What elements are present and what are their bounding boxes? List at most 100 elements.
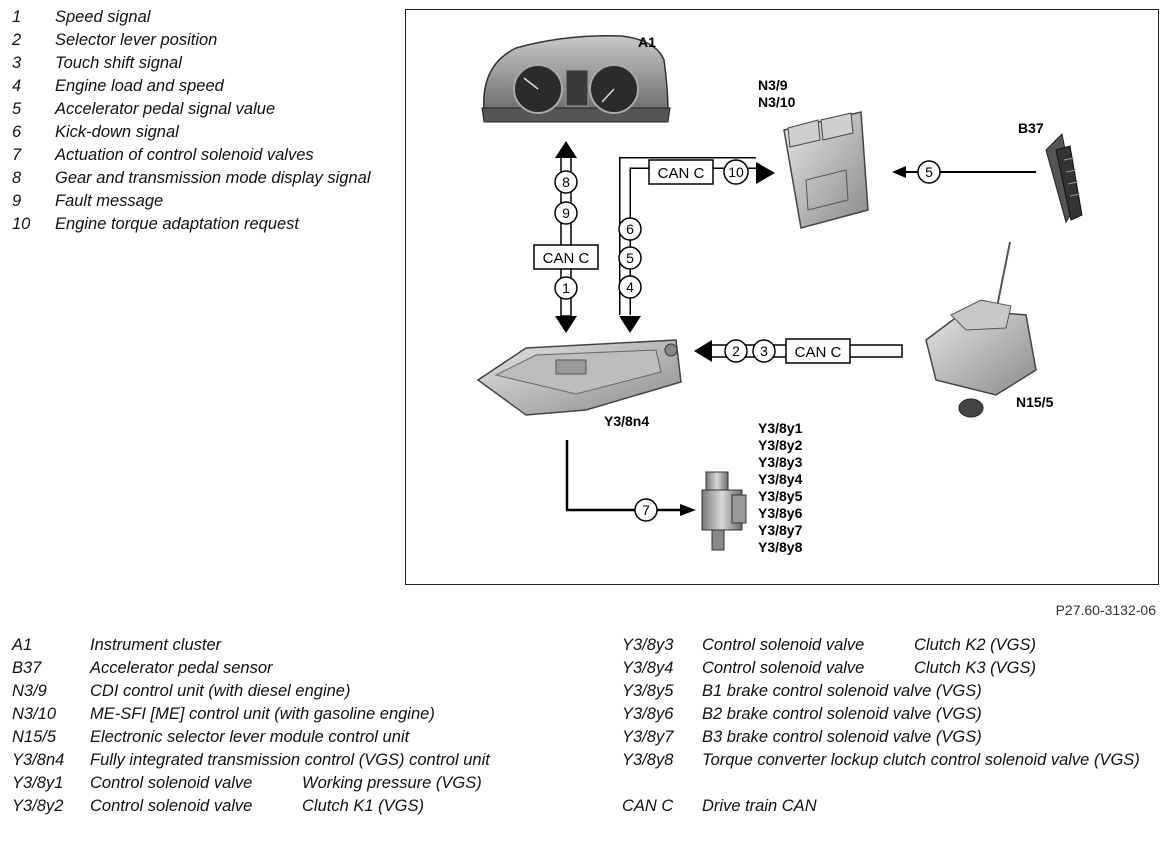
component-row: Y3/8y5 B1 brake control solenoid valve (V… — [622, 680, 1162, 703]
label-valve-y5: Y3/8y5 — [758, 488, 803, 504]
signal-number: 10 — [12, 215, 31, 233]
component-code: N15/5 — [12, 728, 57, 746]
selector-lever-module-image — [925, 241, 1037, 418]
component-description: Fully integrated transmission control (V… — [90, 751, 490, 769]
component-description: CDI control unit (with diesel engine) — [90, 682, 351, 700]
signal-number: 6 — [12, 123, 22, 141]
can-definition-row: CAN C Drive train CAN — [622, 795, 1162, 818]
component-code: Y3/8y8 — [622, 751, 674, 769]
signal-number: 1 — [12, 8, 22, 26]
component-type: Control solenoid valve — [90, 797, 253, 815]
component-code: Y3/8y7 — [622, 728, 674, 746]
label-valve-y6: Y3/8y6 — [758, 505, 803, 521]
component-code: A1 — [12, 636, 33, 654]
can-code: CAN C — [622, 797, 674, 815]
signal-number: 2 — [12, 31, 22, 49]
signal-legend: 1 Speed signal 2 Selector lever position 3 To… — [12, 6, 382, 236]
signal-description: Speed signal — [55, 8, 151, 26]
bubble-6-label: 6 — [626, 221, 634, 237]
bubble-7-label: 7 — [642, 502, 650, 518]
arrow-pedal-to-ecu — [892, 166, 1036, 178]
signal-row: 2 Selector lever position — [12, 29, 382, 52]
bubble-2 — [724, 339, 748, 363]
bubble-3 — [752, 339, 776, 363]
signal-number: 8 — [12, 169, 22, 187]
component-type: Control solenoid valve — [90, 774, 253, 792]
signal-number: 4 — [12, 77, 22, 95]
component-description: Electronic selector lever module control… — [90, 728, 410, 746]
component-code: N3/10 — [12, 705, 57, 723]
bubble-5 — [618, 246, 642, 270]
bubble-2-label: 2 — [732, 343, 740, 359]
bubble-5-pedal-label: 5 — [925, 164, 933, 180]
signal-description: Engine torque adaptation request — [55, 215, 300, 233]
signal-description: Kick-down signal — [55, 123, 179, 141]
signal-description: Gear and transmission mode display signa… — [55, 169, 371, 187]
component-code: Y3/8y5 — [622, 682, 674, 700]
component-row: N15/5 Electronic selector lever module co… — [12, 726, 602, 749]
accelerator-pedal-image — [1045, 132, 1083, 224]
component-code: N3/9 — [12, 682, 47, 700]
can-box-top — [648, 159, 714, 185]
label-valve-y8: Y3/8y8 — [758, 539, 803, 555]
label-n155: N15/5 — [1016, 394, 1054, 410]
label-valve-y7: Y3/8y7 — [758, 522, 803, 538]
component-description: Instrument cluster — [90, 636, 222, 654]
signal-description: Actuation of control solenoid valves — [55, 146, 314, 164]
bubble-1-label: 1 — [562, 280, 570, 296]
component-description: B1 brake control solenoid valve (VGS) — [702, 682, 982, 700]
bubble-4 — [618, 275, 642, 299]
can-box-selector — [785, 338, 851, 364]
signal-row: 8 Gear and transmission mode display sign… — [12, 167, 382, 190]
label-a1: A1 — [638, 34, 656, 50]
signal-description: Selector lever position — [55, 31, 218, 49]
label-valve-y3: Y3/8y3 — [758, 454, 803, 470]
can-description: Drive train CAN — [702, 797, 817, 815]
label-valve-y1: Y3/8y1 — [758, 420, 803, 436]
bubble-7 — [634, 498, 658, 522]
signal-row: 10 Engine torque adaptation request — [12, 213, 382, 236]
signal-row: 6 Kick-down signal — [12, 121, 382, 144]
signal-number: 7 — [12, 146, 22, 164]
figure-code: P27.60-3132-06 — [1055, 602, 1156, 618]
bubble-8 — [554, 170, 578, 194]
instrument-cluster-image — [481, 35, 671, 123]
component-function: Clutch K1 (VGS) — [302, 797, 424, 815]
label-y38n4: Y3/8n4 — [604, 413, 649, 429]
wiring-diagram: A1 N3/9 N3/10 B37 Y3/8n4 N15/5 — [476, 34, 1083, 555]
component-description: B2 brake control solenoid valve (VGS) — [702, 705, 982, 723]
component-function: Clutch K3 (VGS) — [914, 659, 1036, 677]
signal-number: 9 — [12, 192, 22, 210]
component-description: Accelerator pedal sensor — [90, 659, 273, 677]
arrow-to-valves — [565, 440, 696, 516]
component-code: Y3/8y6 — [622, 705, 674, 723]
bubble-5-pedal — [917, 160, 941, 184]
component-row: A1 Instrument cluster — [12, 634, 602, 657]
component-code: Y3/8y3 — [622, 636, 674, 654]
can-label-top: CAN C — [658, 165, 705, 182]
component-type: Control solenoid valve — [702, 636, 865, 654]
can-box-vertical — [533, 244, 599, 270]
signal-row: 1 Speed signal — [12, 6, 382, 29]
signal-number: 3 — [12, 54, 22, 72]
bubble-5-label: 5 — [626, 250, 634, 266]
valve-labels: Y3/8y1 Y3/8y2 Y3/8y3 Y3/8y4 Y3/8y5 Y3/8y… — [758, 420, 803, 555]
component-row: Y3/8y6 B2 brake control solenoid valve (V… — [622, 703, 1162, 726]
component-description: Control solenoid valve Clutch K1 (VGS) — [90, 795, 602, 818]
component-code: Y3/8y1 — [12, 774, 64, 792]
signal-description: Touch shift signal — [55, 54, 182, 72]
solenoid-valve-image — [701, 471, 747, 551]
signal-row: 3 Touch shift signal — [12, 52, 382, 75]
engine-control-unit-image — [783, 111, 869, 229]
bubble-8-label: 8 — [562, 174, 570, 190]
